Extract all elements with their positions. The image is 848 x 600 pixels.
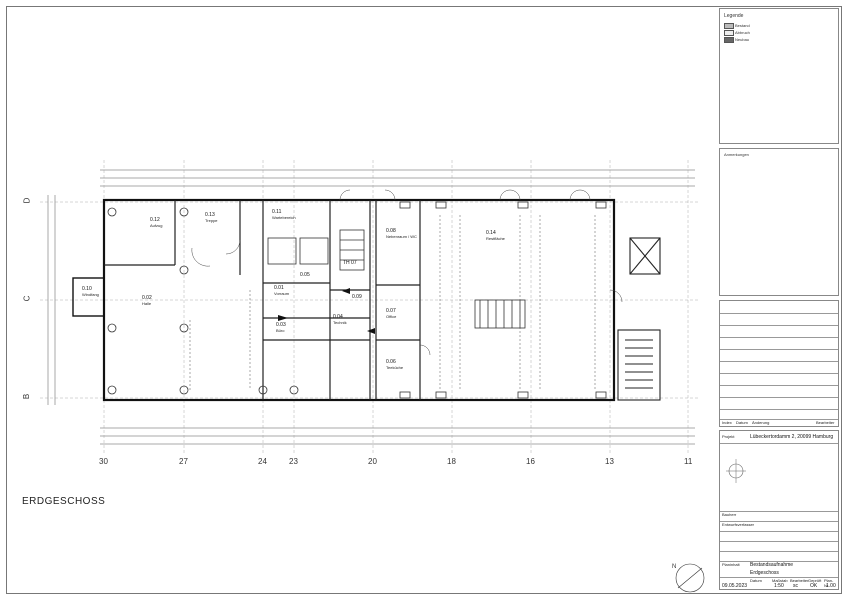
axis-label: 20 (368, 457, 377, 466)
inner-walls (104, 200, 421, 400)
crosshair-icon (726, 459, 746, 483)
section-markers (278, 288, 375, 334)
revision-table: Index Datum Änderung Bearbeiter (719, 300, 839, 427)
footer-header: Maßstab (772, 578, 788, 583)
axis-label: 24 (258, 457, 267, 466)
room-no: 0.06 (386, 359, 396, 365)
legend-item: Bestand (735, 23, 750, 28)
installation-marks (189, 215, 596, 390)
axis-label: 27 (179, 457, 188, 466)
axis-label: 11 (684, 457, 693, 466)
axis-label: D (22, 197, 32, 204)
columns (107, 207, 299, 395)
room-name: Teeküche (386, 365, 404, 370)
axis-label: C (22, 295, 32, 302)
windfang-walls (72, 277, 105, 317)
axis-label: 23 (289, 457, 298, 466)
room-name: Büro (276, 328, 285, 333)
axis-label: B (22, 393, 32, 400)
room-labels: 0.12 Aufzug 0.13 Treppe 0.11 Wartebereic… (82, 209, 506, 370)
legend-swatch-existing (724, 23, 734, 29)
room-name: Aufzug (150, 223, 162, 228)
plan-author: sc (793, 583, 798, 589)
axis-label: 18 (447, 457, 456, 466)
room-name: Nebenraum / WC (386, 234, 417, 239)
axis-grid (40, 160, 700, 455)
project-address: Lübeckertordamm 2, 20099 Hamburg (750, 434, 834, 440)
floor-title: ERDGESCHOSS (22, 496, 106, 507)
legend-panel: Legende Bestand Abbruch Neubau (719, 8, 839, 144)
room-no: 0.01 (274, 285, 284, 291)
room-no: 0.03 (276, 322, 286, 328)
column-pads (399, 201, 607, 399)
revision-header: Index (722, 420, 732, 425)
drawing-sheet (6, 6, 842, 594)
north-arrow-icon: N (672, 563, 705, 593)
client-label: Bauherr (722, 512, 737, 517)
room-name: Halle (142, 301, 152, 306)
plan-checked: OK (810, 583, 818, 589)
drawing-label: Planinhalt (722, 562, 740, 567)
room-no: TH 07 (343, 260, 357, 266)
room-name: Treppe (205, 218, 218, 223)
plan-date: 09.05.2023 (722, 583, 748, 589)
room-no: 0.09 (352, 294, 362, 300)
legend-title: Legende (724, 13, 744, 19)
revision-header: Datum (736, 420, 748, 425)
svg-text:N: N (672, 564, 676, 570)
room-no: 0.02 (142, 295, 152, 301)
room-name: Wartebereich (272, 215, 296, 220)
room-name: Office (386, 314, 397, 319)
plan-phase: Bestandsaufnahme (750, 562, 794, 568)
legend-item: Neubau (735, 37, 750, 42)
room-name: Restfläche (486, 236, 506, 241)
revision-header: Änderung (752, 420, 770, 425)
revision-header: Bearbeiter (816, 420, 835, 425)
project-label: Projekt (722, 434, 735, 439)
room-no: 0.14 (486, 230, 496, 236)
footer-header: Datum (750, 578, 762, 583)
footer-header: Geprüft (808, 578, 822, 583)
room-name: Windfang (82, 292, 99, 297)
plan-number: 1.00 (826, 583, 836, 589)
core-shafts (267, 229, 526, 329)
legend-swatch-new (724, 37, 734, 43)
remarks-panel: Anmerkungen (719, 148, 839, 296)
footer-header: Bearbeiter (790, 578, 809, 583)
remarks-title: Anmerkungen (724, 152, 749, 157)
dimension-lines-bottom (100, 427, 695, 445)
axis-label: 16 (526, 457, 535, 466)
doors (191, 189, 623, 356)
legend-item: Abbruch (735, 30, 750, 35)
room-no: 0.08 (386, 228, 396, 234)
room-no: 0.04 (333, 314, 343, 320)
room-no: 0.05 (300, 272, 310, 278)
axis-label: 30 (99, 457, 108, 466)
room-no: 0.11 (272, 209, 282, 215)
room-no: 0.12 (150, 217, 160, 223)
room-no: 0.13 (205, 212, 215, 218)
legend-swatch-demolition (724, 30, 734, 36)
footer-header: Plan-Nr. (824, 578, 834, 588)
room-no: 0.10 (82, 286, 92, 292)
room-no: 0.07 (386, 308, 396, 314)
room-name: Vorraum (274, 291, 290, 296)
planner-label: Entwurfsverfasser (722, 522, 755, 527)
room-name: Technik (333, 320, 347, 325)
plan-sheet: Erdgeschoss (750, 570, 779, 576)
plan-scale: 1:50 (774, 583, 784, 589)
dimension-lines-top (100, 169, 695, 187)
axis-label: 13 (605, 457, 614, 466)
title-block: Projekt Lübeckertordamm 2, 20099 Hamburg… (719, 430, 839, 590)
stair-tower (617, 237, 661, 401)
